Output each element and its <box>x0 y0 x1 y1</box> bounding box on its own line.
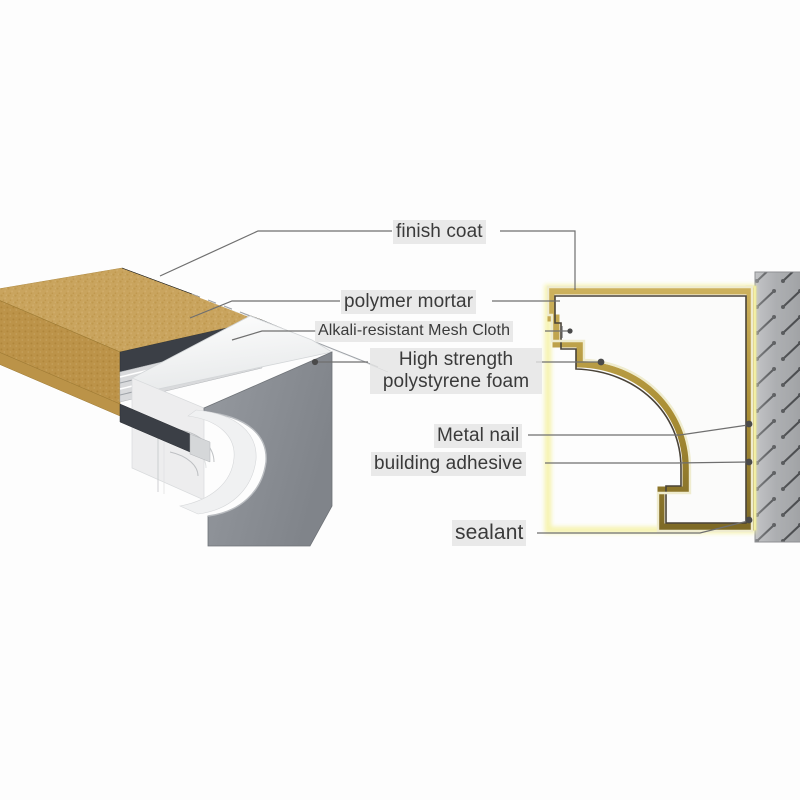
masonry-wall <box>745 271 800 543</box>
leader-building-adhesive <box>545 461 749 464</box>
leader-finish-coat-right <box>500 230 576 290</box>
leader-lines <box>159 230 600 363</box>
dot-metal-nail <box>745 420 753 428</box>
label-polymer-mortar: polymer mortar <box>341 290 477 315</box>
cove-inner-surface <box>178 409 257 515</box>
profile-gold-outline <box>547 287 754 531</box>
lower-mesh-strip <box>189 433 211 463</box>
leader-metal-nail <box>528 424 749 436</box>
cornice-profile-section <box>544 284 756 534</box>
label-foam-line2: polystyrene foam <box>382 371 530 393</box>
profile-outer-highlight <box>546 285 754 533</box>
profile-inner-contour <box>554 295 747 524</box>
dot-sealant <box>745 516 753 524</box>
profile-body <box>551 291 750 527</box>
leader-dots-wall <box>745 420 753 524</box>
layered-block-3d <box>0 267 389 547</box>
label-sealant: sealant <box>452 520 527 547</box>
leader-sealant <box>537 520 749 534</box>
polystyrene-foam-top-face <box>131 315 334 393</box>
label-foam-line1: High strength <box>398 349 514 370</box>
leader-finish-coat-left <box>159 230 392 277</box>
label-finish-coat: finish coat <box>393 220 486 245</box>
dot-foam-left <box>311 358 319 366</box>
leader-dots <box>311 328 605 366</box>
dot-mesh-cloth <box>567 328 573 334</box>
leader-polymer-mortar-left <box>189 300 340 319</box>
leader-mesh-cloth-left <box>231 330 316 341</box>
dot-building-adhesive <box>745 458 753 466</box>
label-mesh-cloth: Alkali-resistant Mesh Cloth <box>315 321 514 342</box>
cove-arc-highlight <box>203 411 267 517</box>
leader-lines-lower <box>528 424 749 534</box>
dot-foam-right <box>597 358 605 366</box>
label-metal-nail: Metal nail <box>434 424 523 449</box>
label-building-adhesive: building adhesive <box>371 452 526 477</box>
